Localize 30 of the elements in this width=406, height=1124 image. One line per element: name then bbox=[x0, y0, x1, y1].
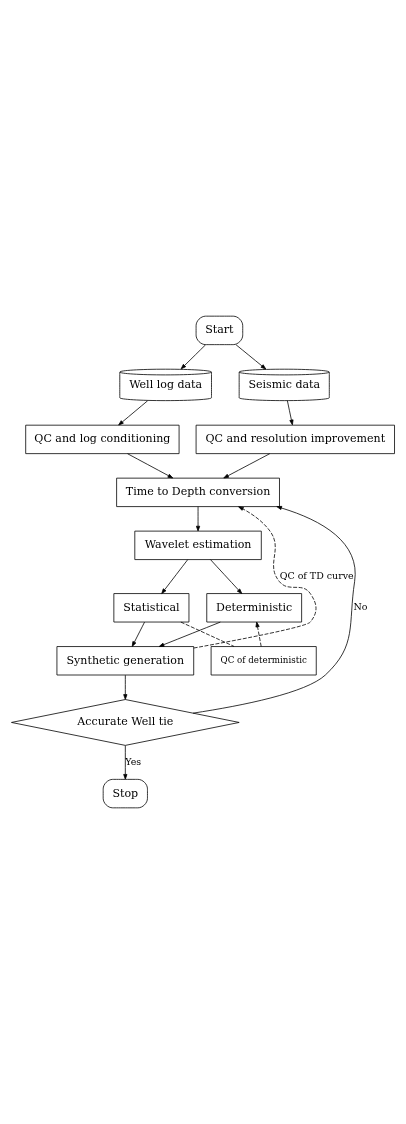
node-box: Wavelet estimation bbox=[134, 530, 262, 560]
arrow bbox=[287, 400, 294, 426]
node-box: Synthetic generation bbox=[56, 646, 195, 676]
arrow bbox=[235, 344, 267, 370]
arrow bbox=[118, 400, 149, 426]
node-box: Deterministic bbox=[206, 593, 303, 623]
arrow bbox=[127, 453, 174, 479]
arrow bbox=[131, 621, 145, 647]
arrow bbox=[210, 559, 243, 594]
node-box: Time to Depth conversion bbox=[116, 477, 280, 507]
arrow bbox=[192, 505, 356, 714]
node-box: QC of deterministic bbox=[210, 646, 317, 676]
arrow bbox=[158, 621, 221, 647]
arrow bbox=[180, 344, 206, 370]
arrow bbox=[123, 745, 128, 780]
edge-label: No bbox=[353, 601, 368, 613]
arrow bbox=[193, 506, 317, 649]
connector bbox=[180, 621, 235, 647]
arrow bbox=[223, 453, 271, 479]
arrow bbox=[196, 506, 201, 532]
arrow bbox=[161, 559, 189, 594]
node-diamond: Accurate Well tie bbox=[11, 699, 240, 746]
node-box: QC and log conditioning bbox=[25, 424, 180, 455]
node-box: QC and resolution improvement bbox=[195, 424, 395, 455]
arrow bbox=[255, 621, 262, 647]
node-box: Stop bbox=[102, 778, 148, 809]
arrow bbox=[123, 674, 128, 700]
edge-label: QC of TD curve bbox=[279, 570, 354, 582]
node-box: Statistical bbox=[113, 593, 190, 623]
node-box: Start bbox=[195, 315, 244, 346]
